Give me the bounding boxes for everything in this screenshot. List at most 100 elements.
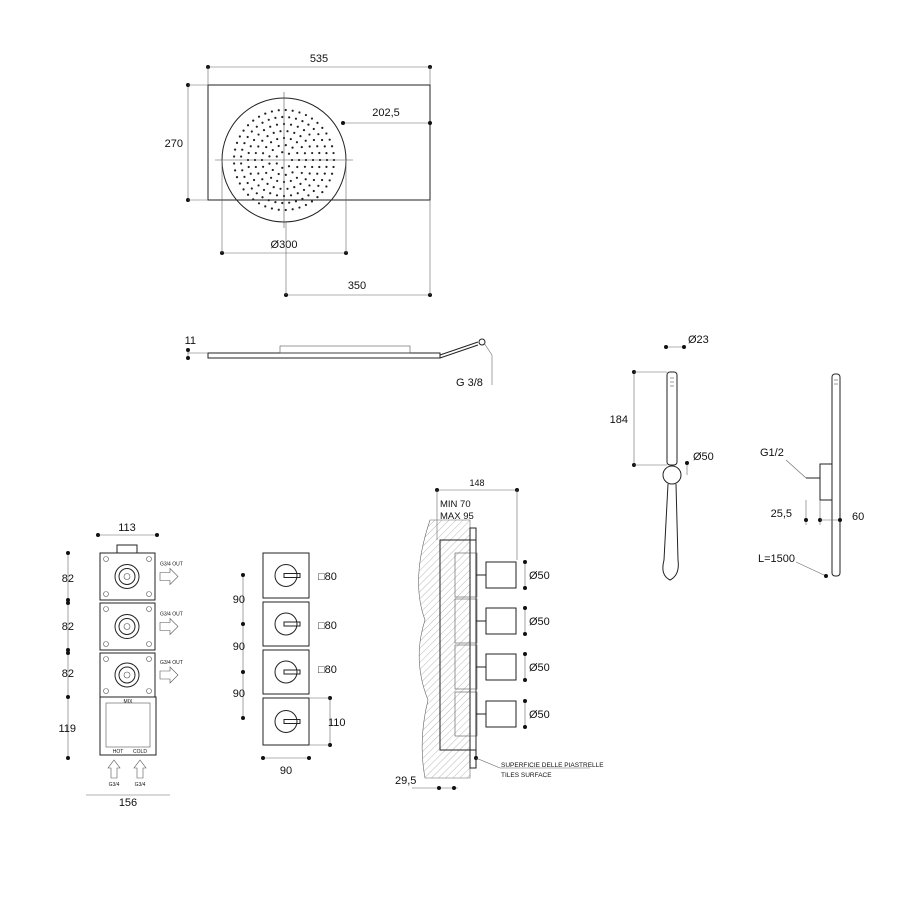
nozzle-dot	[257, 115, 261, 118]
nozzle-dot	[291, 171, 294, 174]
dim-last-height: 110	[328, 717, 346, 729]
nozzle-dot	[277, 144, 280, 148]
nozzle-dot	[286, 130, 289, 133]
nozzle-dot	[299, 182, 302, 185]
nozzle-dot	[272, 131, 275, 134]
outlet-arrow-icon	[159, 567, 179, 586]
nozzle-dot	[287, 165, 291, 168]
nozzle-dot	[277, 109, 280, 112]
dim-height: 270	[165, 138, 183, 150]
section-knob: Ø50	[454, 552, 550, 598]
nozzle-dot	[332, 165, 335, 169]
nozzle-dot	[287, 152, 291, 155]
valve-module: G3/4 OUT	[99, 552, 183, 601]
nozzle-pattern	[233, 108, 336, 212]
dim-spacing-3: 90	[233, 688, 245, 700]
nozzle-dot	[311, 165, 314, 169]
dim-depth: 148	[469, 478, 484, 488]
nozzle-dot	[304, 139, 307, 142]
dim-holder-diameter: Ø50	[693, 451, 714, 463]
nozzle-dot	[302, 128, 306, 132]
nozzle-dot	[308, 184, 311, 187]
nozzle-dot	[317, 184, 320, 187]
nozzle-dot	[295, 176, 299, 179]
nozzle-dot	[308, 145, 311, 148]
nozzle-dot	[264, 205, 267, 208]
nozzle-dot	[275, 194, 279, 197]
nozzle-dot	[325, 132, 328, 135]
nozzle-dot	[249, 172, 252, 175]
tiles-surface-it: SUPERFICIE DELLE PIASTRELLE	[501, 762, 604, 769]
nozzle-dot	[279, 187, 282, 190]
thread-g12: G1/2	[760, 447, 784, 459]
nozzle-dot	[241, 148, 244, 151]
nozzle-dot	[302, 188, 306, 192]
knob-diameter: Ø50	[529, 662, 550, 674]
nozzle-dot	[269, 176, 273, 179]
section-knob: Ø50	[454, 691, 550, 737]
nozzle-dot	[323, 145, 326, 148]
nozzle-dot	[272, 186, 275, 189]
nozzle-dot	[252, 119, 255, 122]
nozzle-dot	[291, 146, 294, 149]
nozzle-dot	[312, 189, 315, 193]
nozzle-dot	[267, 118, 270, 121]
nozzle-dot	[312, 178, 316, 182]
nozzle-dot	[288, 201, 291, 204]
nozzle-dot	[298, 111, 301, 114]
nozzle-dot	[325, 152, 328, 155]
nozzle-dot	[289, 179, 292, 183]
dim-module-2: 82	[62, 621, 74, 633]
outlet-arrow-icon	[159, 666, 179, 684]
nozzle-dot	[275, 162, 278, 165]
nozzle-dot	[235, 141, 239, 144]
nozzle-dot	[275, 123, 279, 126]
nozzle-dot	[261, 152, 265, 155]
nozzle-dot	[284, 108, 287, 112]
hot-inlet-arrow-icon	[107, 759, 121, 779]
plate-size-2: □80	[318, 620, 337, 632]
nozzle-dot	[281, 151, 284, 154]
dim-base-height: 119	[58, 723, 76, 735]
nozzle-dot	[299, 135, 302, 138]
nozzle-dot	[321, 191, 324, 194]
nozzle-dot	[261, 178, 264, 181]
nozzle-dot	[307, 123, 310, 126]
control-plate	[262, 552, 310, 599]
cold-inlet-thread: G3/4	[135, 782, 146, 788]
nozzle-dot	[261, 196, 264, 199]
dim-module-3: 82	[62, 668, 74, 680]
nozzle-dot	[265, 145, 268, 149]
nozzle-dot	[242, 188, 245, 191]
nozzle-dot	[293, 131, 296, 134]
knob-diameter: Ø50	[529, 709, 550, 721]
knob-icon	[274, 612, 298, 636]
nozzle-dot	[262, 188, 266, 192]
nozzle-dot	[246, 193, 250, 196]
nozzle-dot	[277, 208, 280, 211]
nozzle-dot	[281, 166, 284, 169]
nozzle-dot	[267, 199, 270, 202]
nozzle-dot	[330, 145, 334, 148]
nozzle-dot	[296, 192, 299, 195]
dim-plate-width: 90	[280, 765, 292, 777]
nozzle-dot	[257, 172, 260, 175]
nozzle-dot	[238, 182, 241, 185]
hand-shower-front: Ø23 184 Ø50	[610, 334, 714, 581]
nozzle-dot	[289, 137, 292, 141]
dim-body-width: 113	[118, 522, 136, 534]
dim-width: 535	[310, 53, 328, 65]
nozzle-dot	[261, 165, 265, 168]
nozzle-dot	[284, 144, 287, 147]
dim-offset-25-5: 25,5	[771, 508, 792, 520]
dim-handle-length: 184	[610, 414, 628, 426]
dim-module-1: 82	[62, 573, 74, 585]
knob-diameter: Ø50	[529, 570, 550, 582]
nozzle-dot	[301, 197, 304, 200]
nozzle-dot	[257, 133, 260, 136]
nozzle-dot	[269, 192, 272, 195]
nozzle-dot	[317, 133, 320, 136]
nozzle-dot	[233, 169, 237, 172]
